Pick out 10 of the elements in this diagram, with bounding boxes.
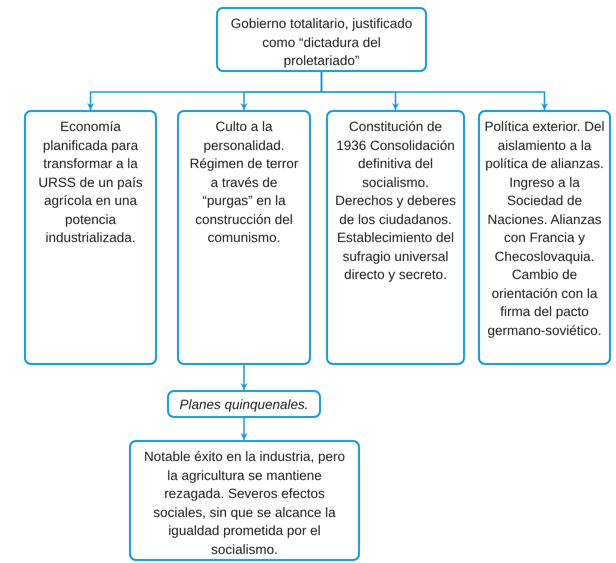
arrow	[240, 365, 248, 390]
text-box: Economía planificada para transformar a la URSS de un país agrícola en una potencia industrializada.	[24, 110, 157, 365]
text-box: Política exterior. Del aislamiento a la política de alianzas. Ingreso a la Sociedad de Naciones. Alianzas con Francia y Checoslovaquia. Cambio de orientación con la firma del pacto germano-soviético.	[478, 110, 611, 365]
arrow	[240, 418, 248, 440]
text-box: Notable éxito en la industria, pero la agricultura se mantiene rezagada. Severos efectos sociales, sin que se alcance la igualdad prometida por el socialismo.	[129, 440, 360, 561]
label-box: Planes quinquenales.	[167, 390, 321, 418]
text-box: Constitución de 1936 Consolidación definitiva del socialismo. Derechos y deberes de los ciudadanos. Establecimiento del sufragio universal directo y secreto.	[326, 110, 465, 365]
text-box: Culto a la personalidad. Régimen de terror a través de “purgas” en la construcción del comunismo.	[177, 110, 311, 365]
text-box: Gobierno totalitario, justificado como “dictadura del proletariado”	[216, 7, 427, 72]
arrow	[320, 72, 548, 110]
